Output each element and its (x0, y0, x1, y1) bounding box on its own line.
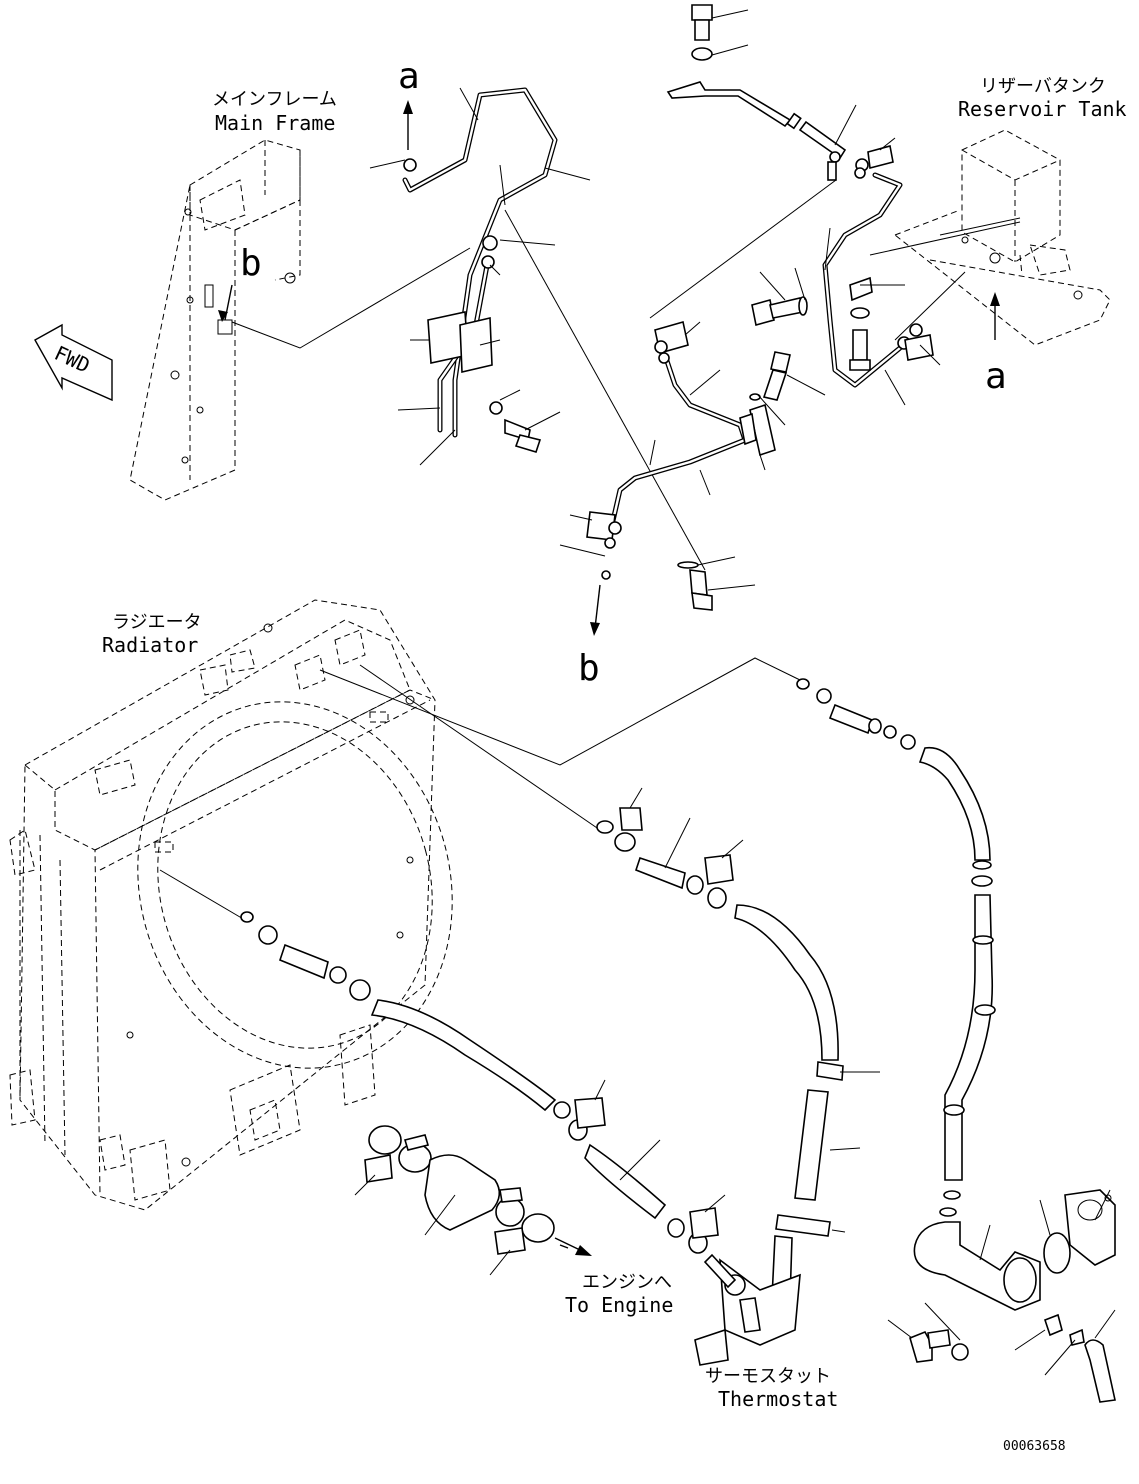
hose-route-upper (796, 678, 996, 1217)
radiator-drawing (9, 599, 453, 1211)
hose-route-middle (596, 820, 844, 1301)
steel-tube-left (402, 87, 558, 438)
radiator-jp-label: ラジエータ (112, 612, 202, 633)
reservoir-tank-drawing (869, 129, 1111, 346)
fwd-label: FWD (51, 341, 94, 378)
bolt-lower-center (677, 561, 713, 611)
main-frame-jp-label: メインフレーム (212, 89, 337, 110)
to-engine-jp-label: エンジンへ (582, 1272, 672, 1293)
thermostat-body (694, 1258, 801, 1366)
ref-b-bottom-label: b (578, 648, 600, 689)
bolt-bottom-right (909, 1329, 969, 1363)
hose-to-engine (364, 1125, 555, 1255)
hose-route-lower (240, 911, 737, 1289)
drawing-number: 00063658 (1003, 1439, 1066, 1454)
ref-a-top-label: a (398, 56, 420, 97)
fwd-arrow-icon: FWD (34, 323, 113, 402)
radiator-en-label: Radiator (102, 633, 198, 657)
to-engine-en-label: To Engine (565, 1293, 673, 1317)
bolt-center (762, 351, 791, 401)
ref-a-right-label: a (985, 356, 1007, 397)
thermostat-en-label: Thermostat (718, 1387, 838, 1411)
bolt-middle-left (751, 296, 808, 327)
reservoir-tank-jp-label: リザーバタンク (980, 76, 1106, 97)
reservoir-tank-en-label: Reservoir Tank (958, 97, 1127, 121)
ref-b-frame-label: b (240, 243, 262, 284)
bolt-top (691, 4, 713, 61)
main-frame-en-label: Main Frame (215, 111, 335, 135)
main-frame-drawing (129, 139, 301, 501)
thermostat-housing-right (913, 1189, 1116, 1311)
thermostat-jp-label: サーモスタット (705, 1366, 831, 1387)
